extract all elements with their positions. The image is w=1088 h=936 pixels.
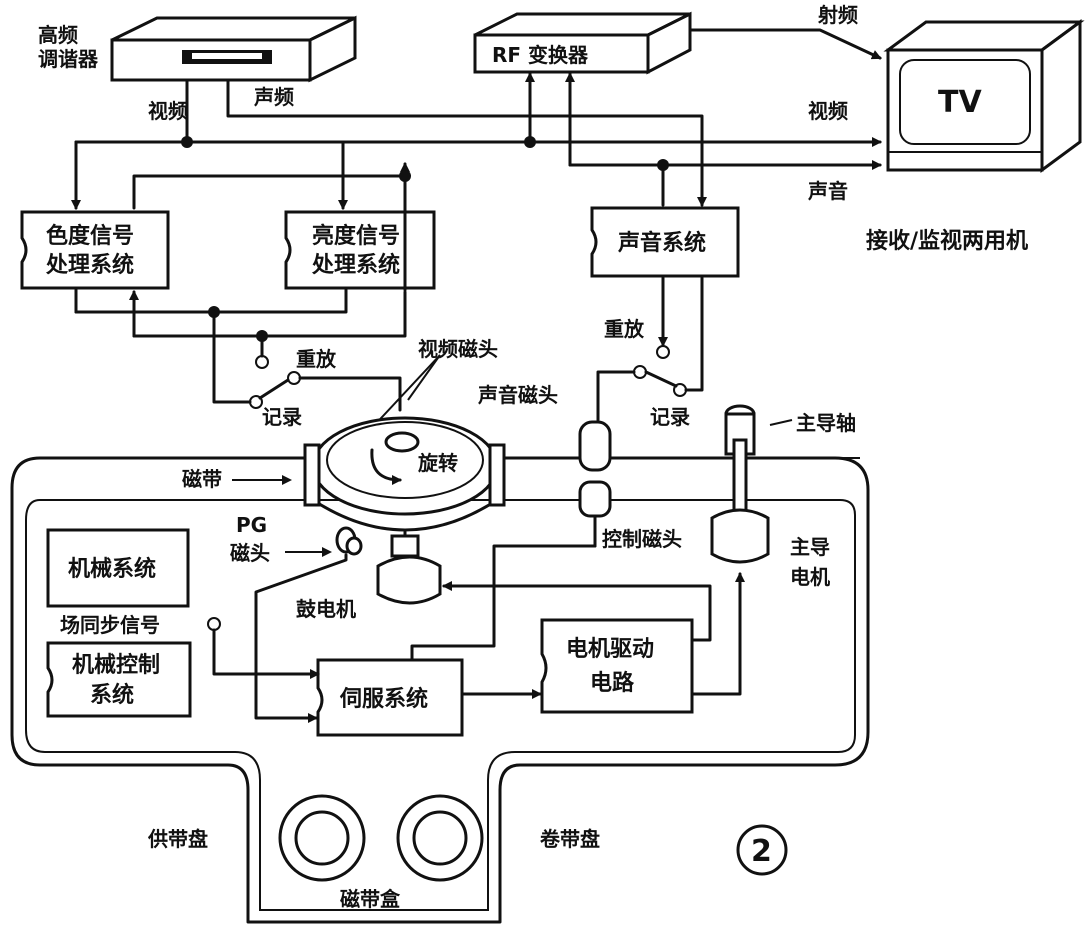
- record-left-label: 记录: [262, 405, 302, 429]
- video-head-label: 视频磁头: [418, 337, 498, 361]
- pg-head-label: PG 磁头: [230, 513, 274, 565]
- tuner-block: [110, 15, 357, 83]
- luma-label: 亮度信号 处理系统: [311, 223, 408, 278]
- supply-reel: [278, 794, 366, 882]
- deck-outline-inner: [25, 499, 856, 911]
- motor-drive-box: [540, 618, 694, 714]
- audio-head-label: 声音磁头: [477, 383, 558, 407]
- capstan-motor-label: 主导 电机: [790, 535, 837, 589]
- record-right-label: 记录: [650, 405, 690, 429]
- chroma-label: 色度信号 处理系统: [45, 223, 142, 278]
- field-sync-label: 场同步信号: [60, 613, 160, 637]
- servo-box: [316, 658, 464, 737]
- audio-from-tuner-label: 声频: [253, 85, 294, 109]
- cassette-label: 磁带盒: [340, 887, 401, 911]
- mechanical-system-label: 机械系统: [68, 556, 156, 582]
- tuner-label: 高频 调谐器: [38, 23, 99, 71]
- pg-head-icon: [335, 526, 363, 556]
- capstan-label: 主导轴: [796, 411, 856, 435]
- rf-out-label: 射频: [817, 3, 858, 27]
- tape-label: 磁带: [182, 467, 222, 491]
- luma-box: [284, 210, 436, 290]
- figure-number: 2: [751, 834, 772, 869]
- tv-label: TV: [938, 85, 982, 120]
- rf-converter-block: [473, 11, 692, 75]
- deck-outline: [10, 456, 870, 924]
- mechanical-control-label: 机械控制 系统: [72, 652, 168, 708]
- rf-converter-label: RF 变换器: [492, 43, 589, 67]
- takeup-reel-label: 卷带盘: [540, 827, 600, 851]
- takeup-reel: [396, 794, 484, 882]
- sound-system-box: [590, 206, 740, 278]
- servo-wiring: [207, 544, 745, 723]
- control-head: [578, 480, 612, 548]
- rotate-label: 旋转: [417, 451, 458, 475]
- motor-drive-label: 电机驱动 电路: [566, 637, 662, 696]
- sound-system-label: 声音系统: [617, 230, 706, 256]
- audio-out-label: 声音: [807, 179, 848, 203]
- head-drum: [303, 416, 506, 532]
- supply-reel-label: 供带盘: [147, 827, 208, 851]
- signal-wiring: [71, 28, 882, 557]
- video-out-label: 视频: [808, 99, 848, 123]
- figure-number-badge: [736, 824, 788, 876]
- chroma-box: [20, 210, 170, 290]
- servo-label: 伺服系统: [339, 686, 428, 712]
- audio-head: [578, 420, 612, 472]
- drum-motor-label: 鼓电机: [296, 597, 356, 621]
- capstan: [710, 404, 793, 564]
- control-head-label: 控制磁头: [602, 527, 682, 551]
- mechanical-control-box: [46, 641, 192, 718]
- video-from-tuner-label: 视频: [148, 99, 188, 123]
- playback-right-label: 重放: [604, 317, 645, 341]
- drum-motor: [376, 530, 442, 605]
- tv-caption: 接收/监视两用机: [866, 228, 1028, 254]
- mechanical-system-box: [46, 528, 190, 608]
- playback-left-label: 重放: [296, 347, 337, 371]
- tv-set: [883, 19, 1085, 173]
